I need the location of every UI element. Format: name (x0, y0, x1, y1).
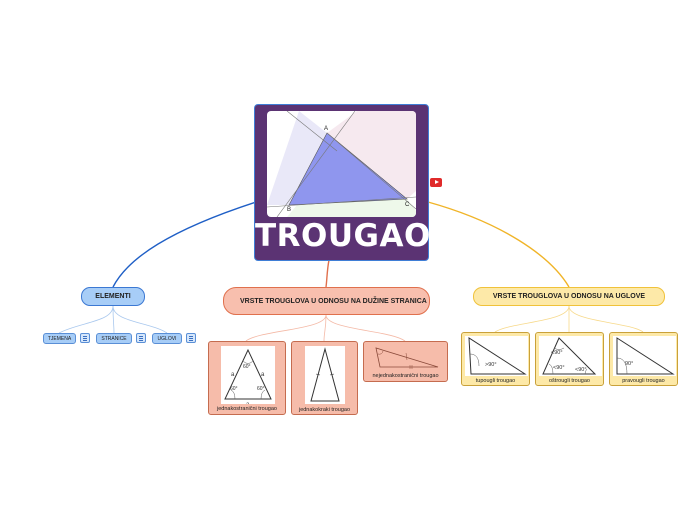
central-title: TROUGAO (255, 218, 431, 254)
angle-label: >90° (485, 362, 497, 368)
angle-label: 60° (230, 386, 238, 392)
card-caption: oštrougli trougao (549, 378, 590, 384)
angles-sub-links (494, 305, 644, 333)
angle-label: 90° (625, 361, 633, 367)
card-caption: tupougli trougao (475, 378, 516, 384)
angle-label: 60° (243, 364, 251, 370)
right-triangle-image: 90° (613, 336, 676, 376)
angle-label: <90° (551, 350, 563, 356)
subtopic-sides[interactable]: STRANICE (96, 333, 132, 344)
card-acute[interactable]: <90° <90° <90° oštrougli trougao (535, 332, 604, 386)
card-isosceles[interactable]: jednakokraki trougao (291, 341, 358, 415)
acute-triangle-image: <90° <90° <90° (539, 336, 602, 376)
angle-label: <90° (575, 367, 587, 373)
note-icon[interactable] (136, 333, 146, 343)
card-right[interactable]: 90° pravougli trougao (609, 332, 678, 386)
subtopic-angles[interactable]: UGLOVI (152, 333, 182, 344)
card-equilateral[interactable]: 60° 60° 60° a a a jednakostranični troug… (208, 341, 286, 415)
branch-elements (112, 201, 257, 288)
card-caption: nejednakostranični trougao (372, 373, 439, 379)
isosceles-triangle-image (305, 346, 345, 404)
note-icon[interactable] (186, 333, 196, 343)
angle-label: <90° (553, 365, 565, 371)
vertex-c-label: C (405, 202, 410, 208)
branch-angles (427, 201, 570, 288)
topic-types-by-sides[interactable]: VRSTE TROUGLOVA U ODNOSU NA DUŽINE STRAN… (223, 287, 430, 315)
note-icon[interactable] (80, 333, 90, 343)
card-obtuse[interactable]: >90° tupougli trougao (461, 332, 530, 386)
vertex-b-label: B (287, 207, 291, 213)
obtuse-triangle-image: >90° (465, 336, 528, 376)
angle-label: 60° (257, 386, 265, 392)
topic-types-by-angles[interactable]: VRSTE TROUGLOVA U ODNOSU NA UGLOVE (473, 287, 665, 306)
equilateral-triangle-image: 60° 60° 60° a a a (221, 346, 275, 408)
elements-sub-links (58, 305, 168, 334)
youtube-play-icon[interactable] (430, 178, 442, 187)
side-label: a (261, 372, 265, 378)
vertex-a-label: A (324, 126, 328, 132)
card-caption: pravougli trougao (622, 378, 665, 384)
branch-sides (325, 259, 330, 288)
scalene-triangle-image (370, 345, 443, 371)
subtopic-vertices[interactable]: TJEMENA (43, 333, 76, 344)
central-triangle-figure: A B C (267, 111, 416, 217)
card-caption: jednakokraki trougao (298, 407, 351, 413)
central-topic[interactable]: A B C TROUGAO (254, 104, 431, 261)
side-label: a (231, 372, 235, 378)
card-scalene[interactable]: nejednakostranični trougao (363, 341, 448, 382)
topic-elements[interactable]: ELEMENTI (81, 287, 145, 306)
side-label: a (246, 402, 250, 404)
sides-sub-links (245, 314, 406, 342)
card-caption: jednakostranični trougao (217, 406, 277, 412)
